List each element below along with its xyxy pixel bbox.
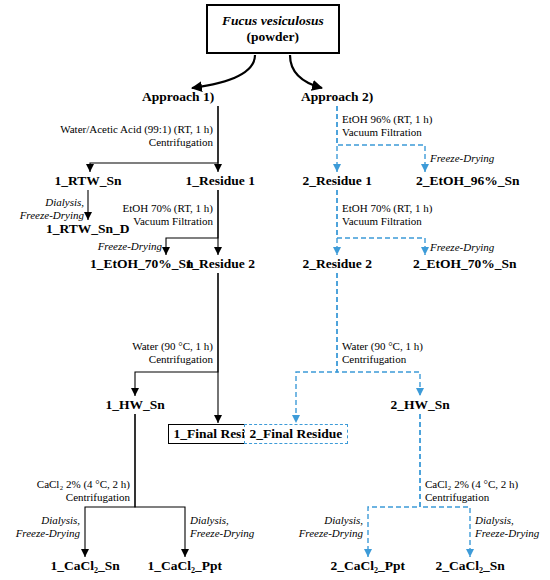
residue-node: 1_Residue 1 [186, 173, 255, 189]
fraction-node: 2_CaCl₂_Sn [436, 558, 505, 574]
fraction-node: 2_HW_Sn [391, 397, 450, 413]
fraction-node: 2_EtOH_70%_Sn [413, 256, 517, 272]
node-text: 2_EtOH_70%_Sn [413, 256, 517, 272]
node-text: 2_Final Residue [250, 426, 343, 442]
fraction-node: 1_EtOH_70%_Sn [90, 256, 194, 272]
fraction-node: 1_CaCl₂_Ppt [148, 558, 223, 574]
node-text: 1_RTW_Sn_D [46, 221, 130, 237]
node-text: (powder) [222, 29, 324, 45]
node-text: 2_HW_Sn [391, 397, 450, 413]
fraction-node: 2_EtOH_96%_Sn [416, 173, 520, 189]
process-connector [217, 273, 218, 423]
step-condition: EtOH 96% (RT, 1 h) Vacuum Filtration [342, 113, 460, 139]
residue-node: 2_Residue 2 [303, 256, 372, 272]
node-text: 1_CaCl₂_Sn [51, 558, 120, 574]
fraction-node: 1_CaCl₂_Sn [51, 558, 120, 574]
process-connector [135, 273, 218, 396]
fraction-node: 1_HW_Sn [106, 397, 165, 413]
approach-heading: Approach 1) [142, 89, 214, 105]
step-note: Freeze-Drying [82, 240, 162, 253]
approach-arrow [192, 55, 255, 88]
process-connector [87, 190, 88, 220]
step-condition: CaCl₂ 2% (4 °C, 2 h) Centrifugation [425, 478, 540, 504]
step-condition: Water/Acetic Acid (99:1) (RT, 1 h) Centr… [28, 123, 213, 149]
node-text: 2_EtOH_96%_Sn [416, 173, 520, 189]
step-condition: Water (90 °C, 1 h) Centrifugation [342, 340, 457, 366]
node-text: 1_HW_Sn [106, 397, 165, 413]
step-note: Dialysis, Freeze-Drying [10, 514, 80, 540]
fraction-node: 1_RTW_Sn_D [46, 221, 130, 237]
approach-heading: Approach 2) [301, 89, 373, 105]
process-connector [217, 190, 218, 255]
residue-node: 2_Residue 1 [303, 173, 372, 189]
process-connector [368, 414, 420, 557]
step-note: Freeze-Drying [430, 241, 510, 254]
step-note: Freeze-Drying [430, 152, 510, 165]
step-condition: CaCl₂ 2% (4 °C, 2 h) Centrifugation [15, 478, 130, 504]
node-text: 2_CaCl₂_Sn [436, 558, 505, 574]
source-box: Fucus vesiculosus(powder) [206, 4, 340, 54]
final-residue-box: 2_Final Residue [244, 424, 349, 444]
step-note: Dialysis, Freeze-Drying [14, 196, 84, 222]
node-text: Fucus vesiculosus [222, 13, 324, 29]
process-connector [217, 106, 218, 172]
step-note: Dialysis, Freeze-Drying [293, 514, 363, 540]
node-text: Approach 1) [142, 89, 214, 105]
step-condition: Water (90 °C, 1 h) Centrifugation [98, 340, 213, 366]
node-text: 2_Residue 2 [303, 256, 372, 272]
node-text: 1_Residue 2 [186, 256, 255, 272]
step-condition: EtOH 70% (RT, 1 h) Vacuum Filtration [95, 202, 213, 228]
fraction-node: 1_RTW_Sn [55, 173, 122, 189]
approach-arrow [290, 55, 322, 88]
process-connector [337, 273, 420, 396]
node-text: 2_CaCl₂_Ppt [331, 558, 406, 574]
node-text: 2_Residue 1 [303, 173, 372, 189]
node-text: 1_EtOH_70%_Sn [90, 256, 194, 272]
node-text: 1_RTW_Sn [55, 173, 122, 189]
process-connector [296, 273, 337, 423]
step-note: Dialysis, Freeze-Drying [475, 514, 545, 540]
node-text: 1_Residue 1 [186, 173, 255, 189]
step-condition: EtOH 70% (RT, 1 h) Vacuum Filtration [342, 202, 460, 228]
node-text: Approach 2) [301, 89, 373, 105]
node-text: 1_CaCl₂_Ppt [148, 558, 223, 574]
step-note: Dialysis, Freeze-Drying [190, 514, 260, 540]
residue-node: 1_Residue 2 [186, 256, 255, 272]
fraction-node: 2_CaCl₂_Ppt [331, 558, 406, 574]
